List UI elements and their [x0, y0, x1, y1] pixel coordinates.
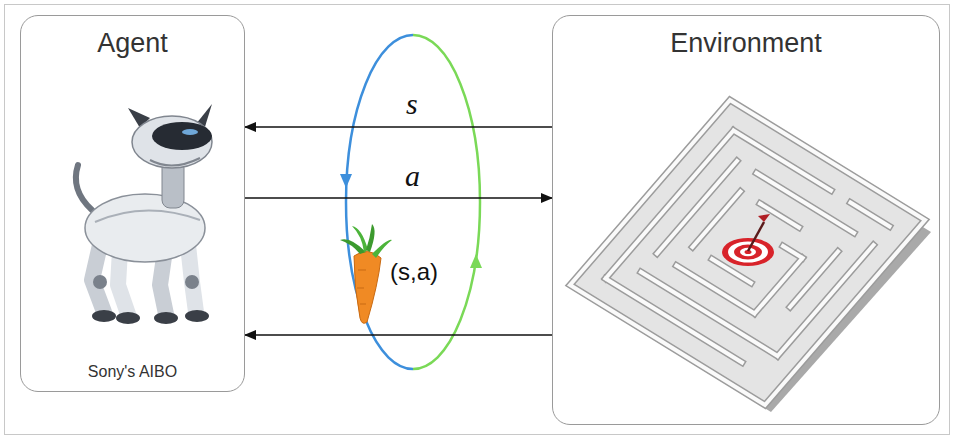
- robot-dog: [76, 104, 212, 324]
- panel-title: Environment: [670, 28, 822, 59]
- carrot-reward: [340, 224, 392, 323]
- flow-arrow: [245, 197, 552, 199]
- edge-label: (s,a): [390, 258, 438, 286]
- edge-label: s: [406, 87, 418, 121]
- panel-box: Environment: [552, 15, 940, 425]
- maze-illustration: [570, 100, 931, 412]
- panel-title: Agent: [97, 28, 168, 59]
- flow-arrow: [245, 334, 552, 336]
- cycle-loop: [340, 35, 482, 369]
- edge-label: a: [405, 159, 420, 193]
- panel-box: AgentSony's AIBO: [20, 15, 245, 392]
- flow-arrow: [245, 126, 552, 128]
- panel-caption: Sony's AIBO: [88, 363, 177, 381]
